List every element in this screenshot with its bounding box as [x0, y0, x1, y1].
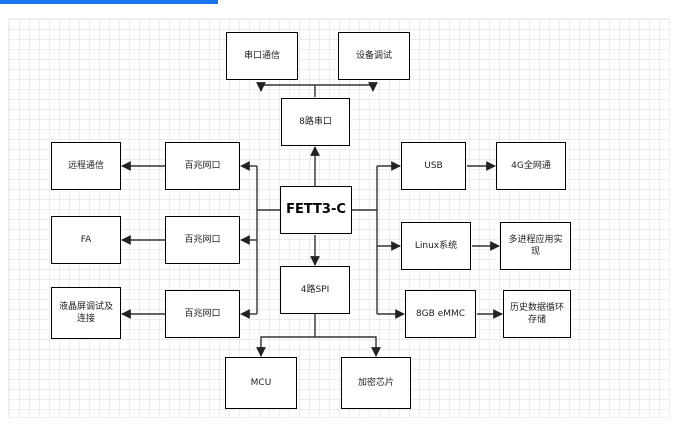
node-center-fett3c: FETT3-C: [280, 186, 352, 234]
node-4g: 4G全网通: [496, 142, 566, 190]
node-fa: FA: [51, 216, 121, 264]
node-crypto-chip: 加密芯片: [341, 357, 411, 409]
node-serial-comm: 串口通信: [226, 32, 298, 80]
node-mcu: MCU: [225, 357, 297, 409]
edge-spi-crypto: [315, 336, 381, 357]
edge-uart-debug: [315, 82, 378, 92]
node-history-storage: 历史数据循环存储: [503, 290, 571, 338]
node-emmc: 8GB eMMC: [405, 290, 476, 338]
edge-spi-mcu: [256, 336, 315, 357]
node-usb: USB: [401, 142, 466, 190]
node-remote-comm: 远程通信: [51, 142, 121, 190]
node-lcd-debug: 液晶屏调试及连接: [51, 287, 121, 339]
edge-uart-serial: [256, 82, 315, 92]
node-spi: 4路SPI: [280, 266, 350, 314]
node-ethernet-2: 百兆网口: [165, 216, 240, 264]
node-ethernet-1: 百兆网口: [165, 142, 240, 190]
node-linux: Linux系统: [401, 222, 471, 270]
node-uart: 8路串口: [281, 98, 350, 146]
node-multiprocess: 多进程应用实现: [500, 222, 571, 270]
node-device-debug: 设备调试: [338, 32, 410, 80]
node-ethernet-3: 百兆网口: [165, 290, 240, 338]
top-accent-bar: [0, 0, 218, 4]
